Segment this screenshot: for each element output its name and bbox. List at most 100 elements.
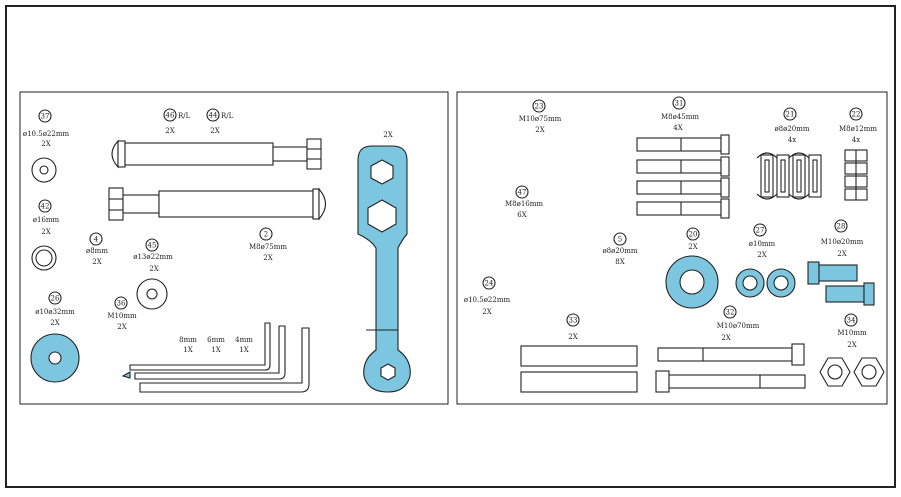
- allen-key-8mm-shape: [139, 327, 310, 393]
- part-47: 47 M8ø16mm 6X: [505, 185, 543, 219]
- part-2: 2 M8ø75mm 2X: [249, 227, 287, 262]
- part-23-spec: M10ø75mm: [519, 115, 562, 123]
- part-36-spec: M10mm: [107, 312, 137, 320]
- left-panel-frame: [19, 91, 449, 405]
- part-23-number: 23: [535, 103, 544, 111]
- part-46-number: 46: [166, 112, 175, 120]
- part-31-number: 31: [675, 100, 684, 108]
- part-4: 4 ø8mm 2X: [86, 232, 108, 266]
- wrench-qty: 2X: [383, 131, 392, 139]
- part-42-number: 42: [41, 203, 50, 211]
- part-27-number: 27: [756, 227, 765, 235]
- part-32-spec: M10ø70mm: [717, 322, 760, 330]
- allen-keys: 8mm 1X 6mm 1X 4mm 1X: [121, 322, 310, 393]
- part-44-spec: R/L: [221, 112, 234, 120]
- part-47-number: 47: [518, 189, 527, 197]
- part-20: 20 2X: [665, 227, 719, 309]
- part-34-number: 34: [847, 317, 856, 325]
- part-26-qty: 2X: [50, 319, 59, 327]
- part-47-qty: 6X: [517, 211, 526, 219]
- bolt-31-c: [636, 177, 730, 198]
- part-26: 26 ø10ø32mm 2X: [30, 291, 80, 383]
- allen-key-6mm-size: 6mm: [207, 336, 225, 344]
- part-44-number: 44: [209, 112, 218, 120]
- tube-33-a: [520, 345, 638, 367]
- part-37: 37 ø10.5ø22mm 2X: [23, 109, 70, 183]
- allen-key-8mm-size: 8mm: [179, 336, 197, 344]
- axle-bolt-upper: [111, 138, 322, 170]
- part-5: 5 ø8ø20mm 8X: [602, 232, 638, 266]
- part-31-spec: M8ø45mm: [661, 113, 699, 121]
- part-4-qty: 2X: [92, 258, 101, 266]
- part-21-spec: ø8ø20mm: [774, 125, 809, 133]
- bushing-21-group: [756, 152, 822, 200]
- part-28-spec: M10ø20mm: [821, 238, 864, 246]
- nut-34-b: [853, 357, 885, 387]
- part-42-spec: ø16mm: [33, 216, 60, 224]
- part-23: 23 M10ø75mm 2X: [519, 99, 562, 134]
- part-5-spec: ø8ø20mm: [602, 247, 637, 255]
- part-33-number: 33: [569, 317, 578, 325]
- part-33: 33 2X: [520, 313, 638, 393]
- spanner-wrench: 2X: [357, 131, 411, 393]
- part-37-spec: ø10.5ø22mm: [23, 130, 70, 138]
- outer-frame: [5, 5, 896, 488]
- part-42-qty: 2X: [41, 228, 50, 236]
- part-23-qty: 2X: [535, 126, 544, 134]
- part-33-qty: 2X: [568, 333, 577, 341]
- part-22-qty: 4x: [852, 136, 860, 144]
- part-28-number: 28: [837, 223, 846, 231]
- part-32-qty: 2X: [721, 334, 730, 342]
- bolt-28-a: [807, 261, 858, 285]
- bolt-31-d: [636, 198, 730, 219]
- part-27-qty: 2X: [757, 251, 766, 259]
- bolt-32-b: [655, 370, 806, 393]
- part-5-qty: 8X: [615, 258, 624, 266]
- part-31-qty: 4X: [673, 124, 682, 132]
- part-24-spec: ø10.5ø22mm: [464, 296, 511, 304]
- allen-key-6mm-shape: [134, 325, 286, 380]
- allen-key-8mm-qty: 1X: [183, 346, 192, 354]
- part-28-qty: 2X: [837, 250, 846, 258]
- part-27-spec: ø10mm: [749, 240, 776, 248]
- part-24: 24 ø10.5ø22mm 2X: [464, 276, 511, 316]
- part-36-number: 36: [117, 300, 126, 308]
- part-46-qty: 2X: [165, 127, 174, 135]
- screw-22-group: [844, 149, 868, 201]
- part-21: 21 ø8ø20mm 4x: [756, 107, 822, 200]
- part-45-qty: 2X: [149, 265, 158, 273]
- part-31: 31 M8ø45mm 4X: [636, 96, 730, 219]
- part-26-spec: ø10ø32mm: [35, 308, 75, 316]
- part-22: 22 M8ø12mm 4x: [839, 107, 877, 201]
- axle-bolt-lower: [108, 187, 327, 221]
- part-26-number: 26: [51, 295, 60, 303]
- part-34-qty: 2X: [847, 341, 856, 349]
- part-21-qty: 4x: [788, 136, 796, 144]
- allen-key-4mm-size: 4mm: [235, 336, 253, 344]
- part-44: 44 R/L 2X: [206, 108, 234, 135]
- part-37-qty: 2X: [41, 140, 50, 148]
- part-24-number: 24: [485, 280, 494, 288]
- part-22-spec: M8ø12mm: [839, 125, 877, 133]
- part-37-number: 37: [41, 113, 50, 121]
- part-4-number: 4: [94, 236, 99, 244]
- part-42: 42 ø16mm 2X: [31, 199, 60, 271]
- part-20-number: 20: [689, 231, 698, 239]
- bolt-32-a: [657, 343, 805, 366]
- part-46-spec: R/L: [178, 112, 191, 120]
- part-44-qty: 2X: [210, 127, 219, 135]
- part-20-qty: 2X: [688, 243, 697, 251]
- part-45-number: 45: [148, 242, 157, 250]
- part-21-number: 21: [786, 111, 795, 119]
- part-2-number: 2: [264, 231, 268, 239]
- part-27: 27 ø10mm 2X: [735, 223, 796, 298]
- nut-34-a: [819, 357, 851, 387]
- part-45: 45 ø13ø22mm 2X: [133, 238, 173, 310]
- part-24-qty: 2X: [482, 308, 491, 316]
- allen-key-4mm-shape: [129, 322, 271, 371]
- part-4-spec: ø8mm: [86, 247, 108, 255]
- bolt-28-b: [825, 282, 875, 306]
- part-5-number: 5: [618, 236, 622, 244]
- bolt-31-b: [636, 156, 730, 177]
